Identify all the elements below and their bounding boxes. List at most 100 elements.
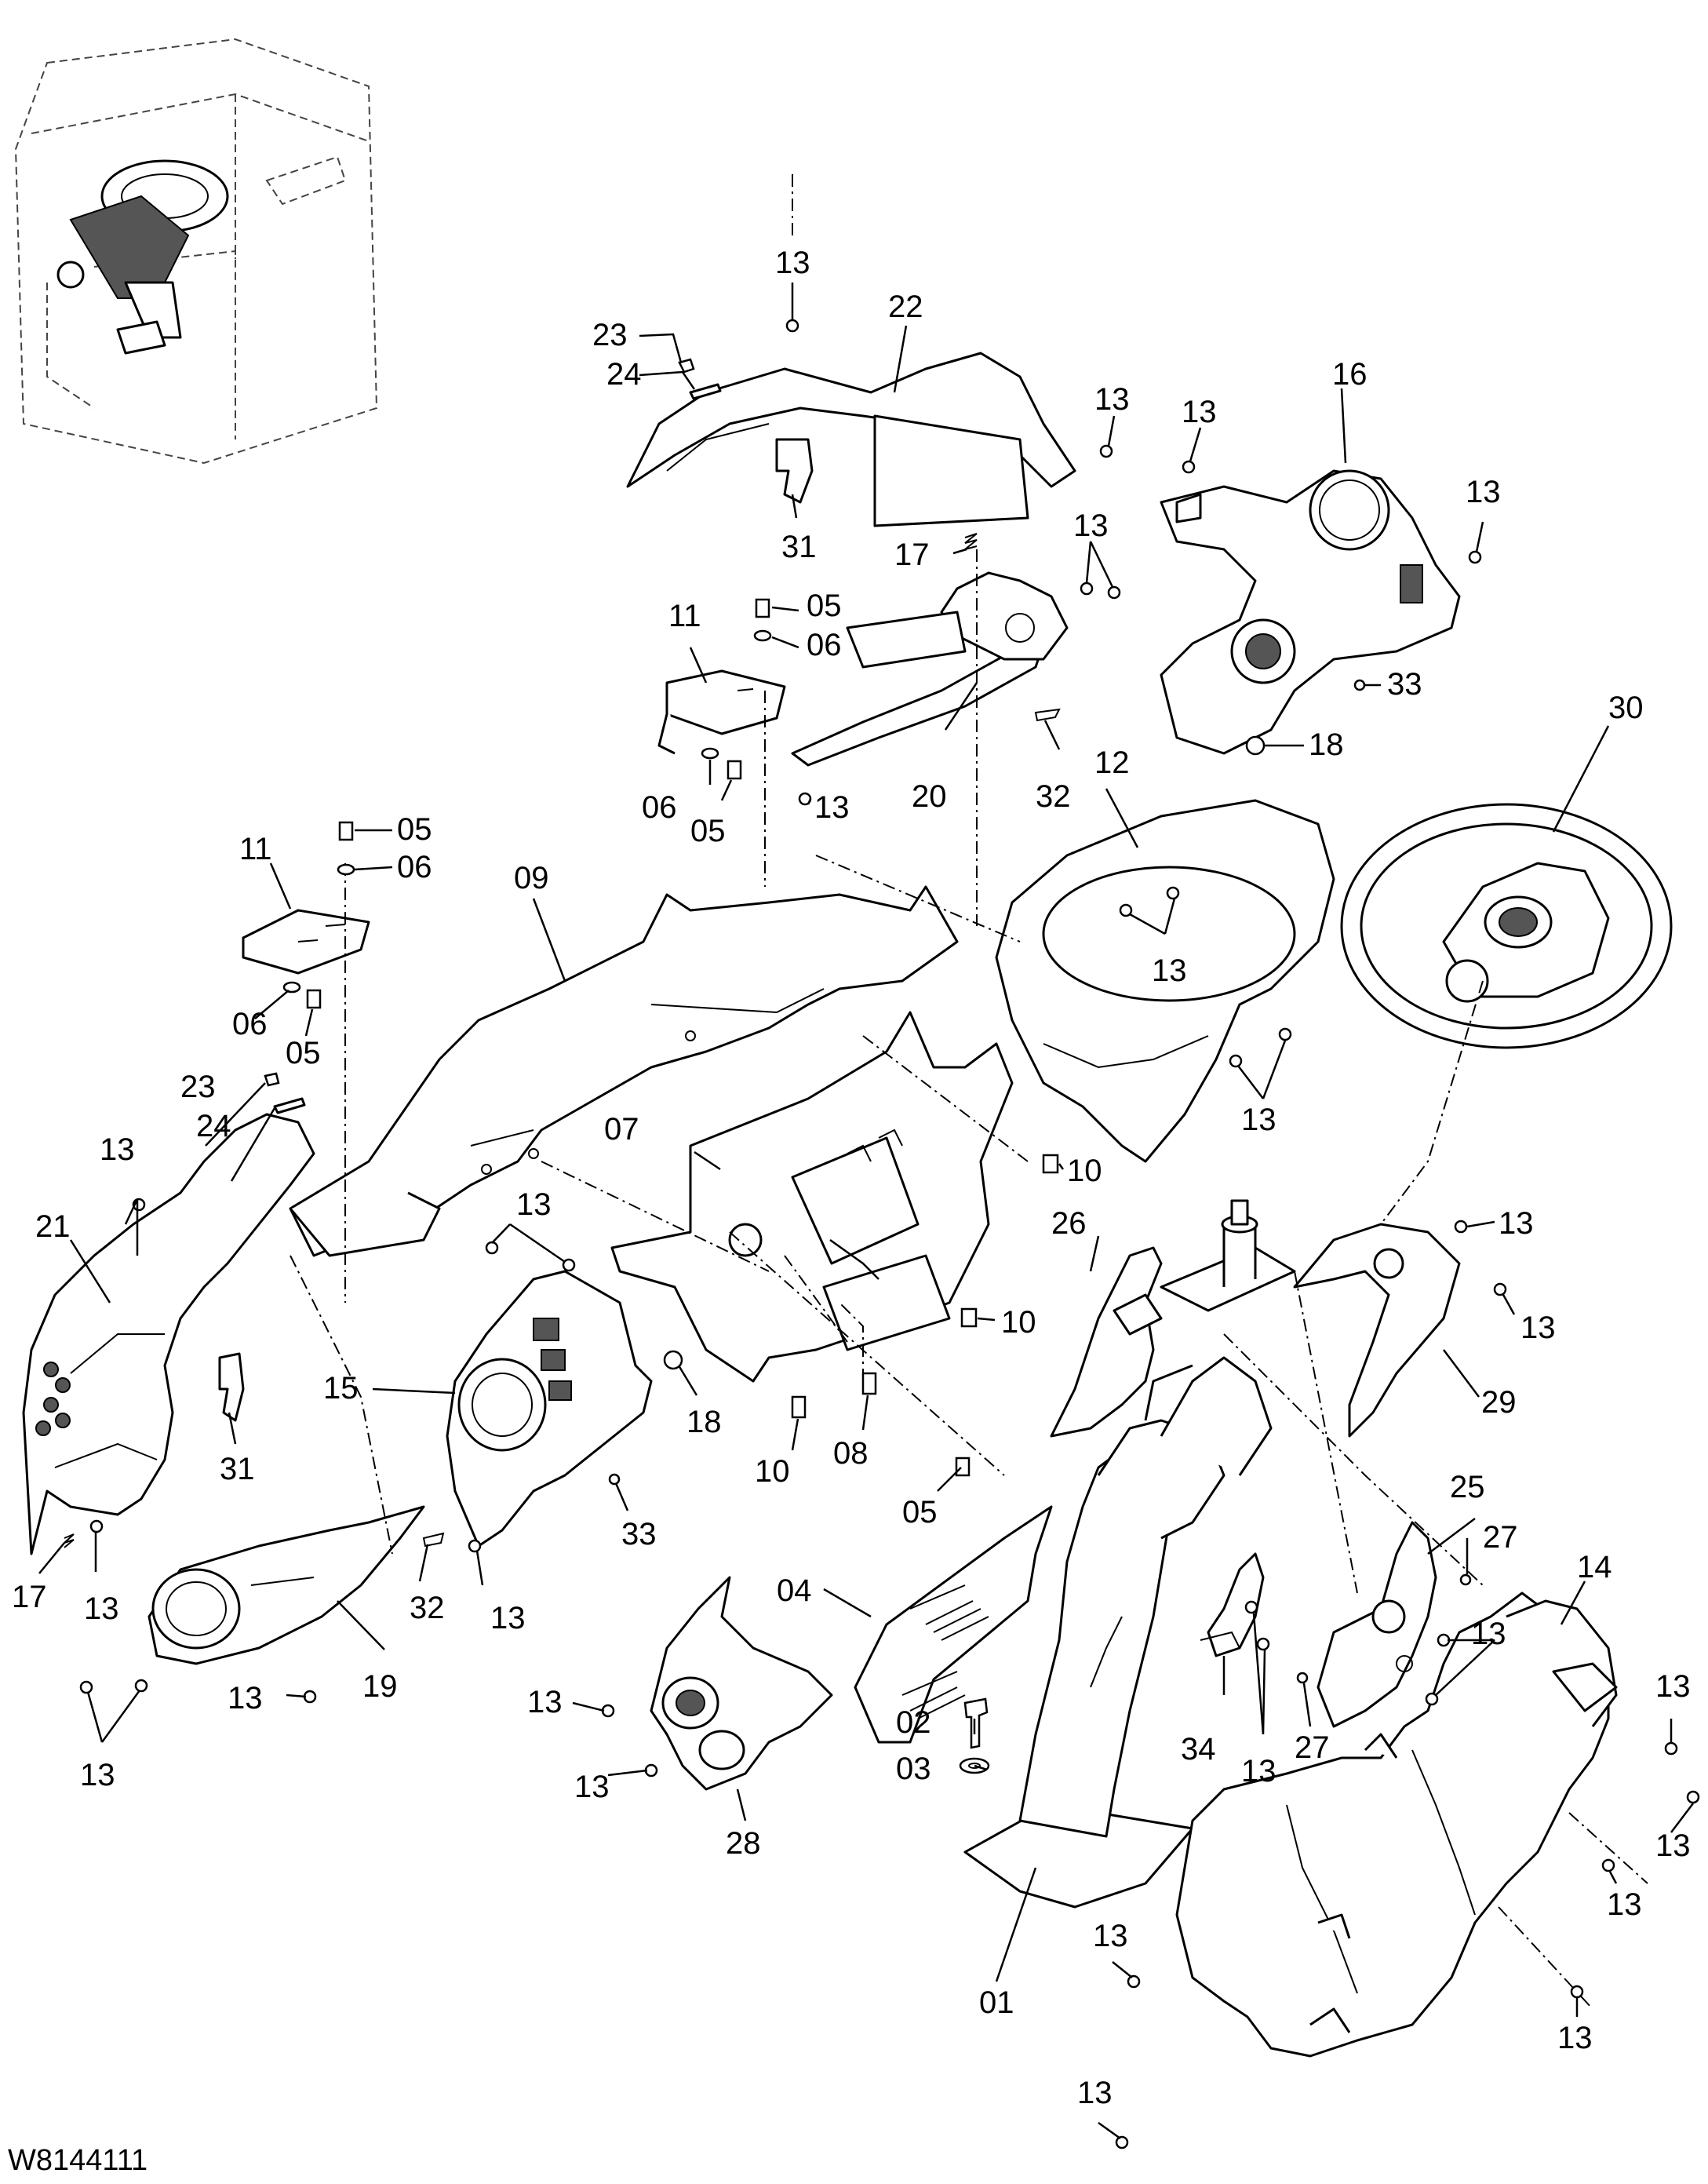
callout-13: 13 xyxy=(574,1770,610,1804)
callout-16: 16 xyxy=(1332,357,1367,392)
callout-19: 19 xyxy=(362,1669,398,1704)
screw-13 xyxy=(1256,1637,1270,1651)
callout-13: 13 xyxy=(1077,2076,1113,2110)
callout-02: 02 xyxy=(896,1705,931,1740)
callout-23: 23 xyxy=(592,318,628,352)
callout-13: 13 xyxy=(527,1685,563,1719)
screw-13 xyxy=(1127,1974,1141,1989)
part-12-dash-cover xyxy=(995,799,1335,1163)
part-11-plate-upper xyxy=(657,669,786,755)
callout-11: 11 xyxy=(668,599,701,633)
callout-24: 24 xyxy=(606,357,642,392)
screw-13 xyxy=(1278,1027,1292,1041)
callout-06: 06 xyxy=(397,850,432,884)
callout-31: 31 xyxy=(781,530,817,564)
part-28-column-boot xyxy=(650,1576,833,1791)
callout-17: 17 xyxy=(12,1580,47,1614)
callout-25: 25 xyxy=(1450,1470,1485,1504)
screw-13 xyxy=(1166,886,1180,900)
leader-lines xyxy=(38,283,1694,2140)
callout-34: 34 xyxy=(1181,1732,1216,1767)
callout-18: 18 xyxy=(686,1405,722,1439)
part-32-clip-lower xyxy=(422,1532,445,1548)
screw-13 xyxy=(1099,444,1113,458)
alignment-lines xyxy=(290,173,1648,2010)
part-23-screw-lower xyxy=(264,1072,280,1087)
part-17-spring-lower xyxy=(64,1533,75,1548)
screw-13 xyxy=(1493,1282,1507,1296)
screw-13 xyxy=(1601,1858,1615,1872)
callout-04: 04 xyxy=(777,1573,812,1608)
callout-28: 28 xyxy=(726,1826,761,1861)
part-23-screw-upper xyxy=(678,358,695,374)
callout-05: 05 xyxy=(807,589,842,623)
part-29-upper-shroud xyxy=(1293,1223,1461,1438)
part-18-nut-lower xyxy=(663,1350,683,1370)
callout-06: 06 xyxy=(642,790,677,825)
callout-15: 15 xyxy=(323,1371,359,1406)
callout-01: 01 xyxy=(979,1985,1014,2020)
bolt-10 xyxy=(1042,1154,1059,1174)
screw-13 xyxy=(1107,585,1121,600)
part-31-bracket-lower xyxy=(218,1352,245,1422)
part-01-steering-column xyxy=(963,1199,1296,1909)
washer-06 xyxy=(282,981,301,994)
screw-13 xyxy=(1080,582,1094,596)
callout-22: 22 xyxy=(888,290,923,324)
callout-31: 31 xyxy=(220,1452,255,1486)
part-20-switch-bracket xyxy=(791,571,1069,767)
fasteners xyxy=(79,319,1700,2149)
callout-14: 14 xyxy=(1577,1550,1612,1584)
screw-33 xyxy=(1353,679,1366,691)
screw-13 xyxy=(601,1704,615,1718)
callout-27: 27 xyxy=(1483,1520,1518,1555)
callout-33: 33 xyxy=(1387,667,1422,702)
screw-13 xyxy=(644,1763,658,1777)
screw-13 xyxy=(79,1680,93,1694)
callout-17: 17 xyxy=(894,538,930,572)
part-14-lower-shroud xyxy=(1175,1592,1618,2058)
screw-13 xyxy=(1229,1054,1243,1068)
washer-06 xyxy=(701,747,719,760)
callout-23: 23 xyxy=(180,1070,216,1104)
part-26-bracket xyxy=(1050,1246,1163,1438)
screw-13 xyxy=(468,1539,482,1553)
callout-07: 07 xyxy=(604,1112,639,1147)
callout-13: 13 xyxy=(1073,509,1109,543)
callout-32: 32 xyxy=(1036,779,1071,814)
screw-13 xyxy=(134,1679,148,1693)
screw-13 xyxy=(562,1258,576,1272)
part-04-bracket-plate xyxy=(854,1505,1053,1744)
bolt-05 xyxy=(727,760,742,780)
callout-05: 05 xyxy=(286,1036,321,1070)
callout-13: 13 xyxy=(1520,1311,1556,1345)
part-31-bracket-upper xyxy=(775,438,814,504)
callout-29: 29 xyxy=(1481,1385,1517,1420)
part-25-bracket xyxy=(1317,1521,1437,1728)
callout-27: 27 xyxy=(1295,1730,1330,1765)
callout-30: 30 xyxy=(1608,691,1644,725)
callout-13: 13 xyxy=(1094,382,1130,417)
callout-24: 24 xyxy=(196,1109,231,1143)
callout-13: 13 xyxy=(1655,1669,1691,1704)
cab-location-inset xyxy=(14,38,378,465)
part-21-left-panel xyxy=(22,1113,315,1555)
screw-13 xyxy=(1686,1790,1700,1804)
callout-13: 13 xyxy=(100,1132,135,1167)
part-18-nut-upper xyxy=(1245,735,1266,756)
callout-13: 13 xyxy=(1557,2021,1593,2055)
part-02-bolt xyxy=(963,1697,989,1749)
callout-08: 08 xyxy=(833,1436,869,1471)
callout-13: 13 xyxy=(490,1601,526,1635)
callout-13: 13 xyxy=(1499,1206,1534,1241)
bolt-05 xyxy=(306,989,322,1009)
callout-33: 33 xyxy=(621,1517,657,1551)
callout-13: 13 xyxy=(80,1758,115,1792)
callout-09: 09 xyxy=(514,861,549,895)
bolt-05 xyxy=(955,1457,971,1477)
callout-20: 20 xyxy=(912,779,947,814)
callout-05: 05 xyxy=(690,814,726,848)
part-09-main-frame xyxy=(289,885,959,1257)
callout-labels: 13 22 23 24 13 13 16 13 31 17 13 11 05 0… xyxy=(8,246,1691,2177)
